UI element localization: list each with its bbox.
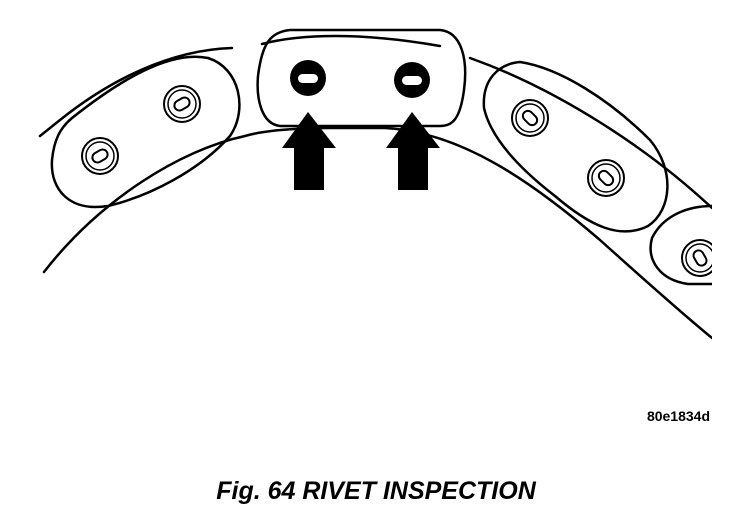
rivet-right [394,62,430,98]
chain-outer-edge [38,46,234,138]
sprocket-outline [42,126,712,340]
figure-caption: Fig. 64 RIVET INSPECTION [216,477,536,505]
chain-link-left [50,55,241,209]
rivet-left [290,60,326,96]
chain-link-center [256,28,467,128]
chain-outer-edge-top [260,34,442,48]
chain-link-right [482,60,669,233]
image-code: 80e1834d [646,408,710,424]
timing-chain [38,28,712,340]
arrow-left [282,112,336,190]
arrow-right [386,112,440,190]
chain-link-partial [649,204,712,286]
chain-outer-edge-right [468,56,712,210]
